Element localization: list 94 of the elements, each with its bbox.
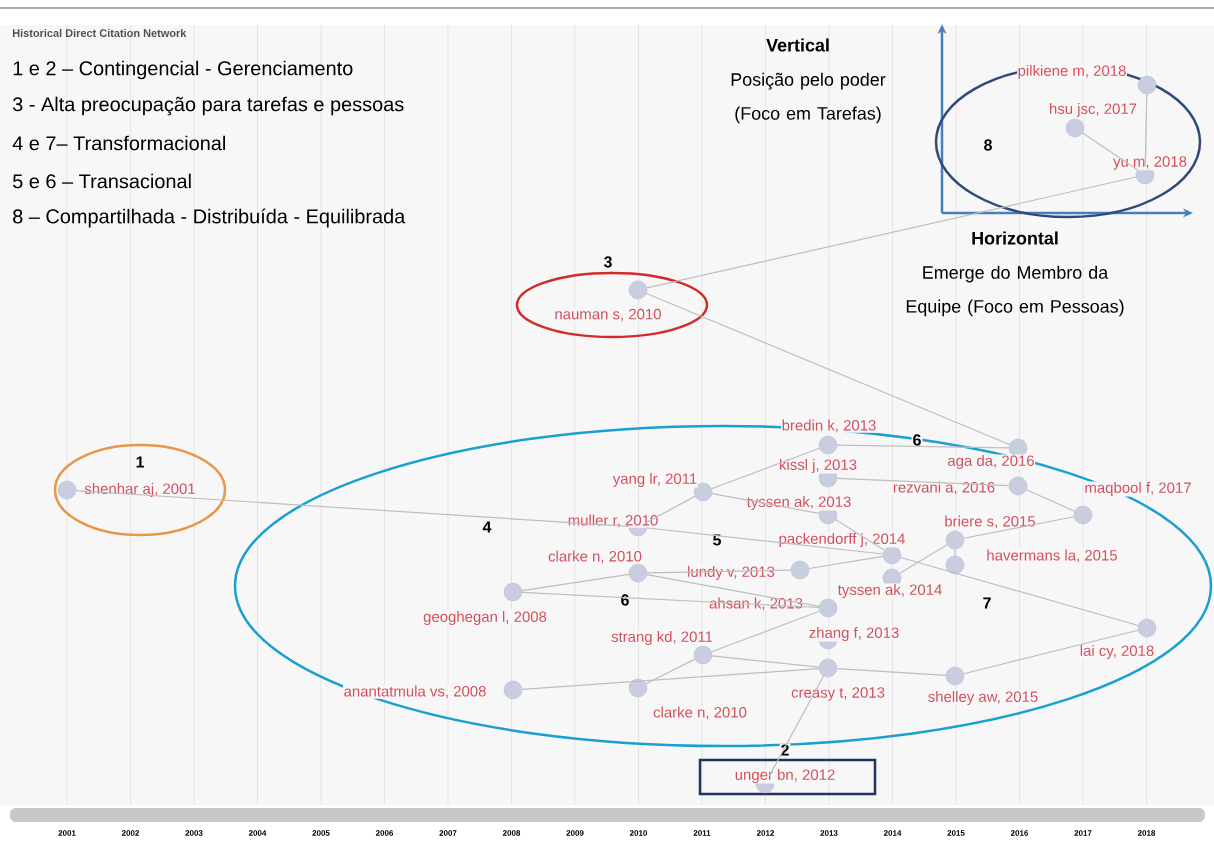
paper-node: shenhar aj, 2001 [57,480,197,500]
citation-link [954,548,956,557]
paper-node: nauman s, 2010 [553,280,663,322]
citation-link [711,610,820,653]
citation-link [900,556,1139,627]
citation-link [836,667,947,676]
axis-title: Vertical [766,38,829,52]
node-label: lundy v, 2013 [688,566,775,580]
citation-link [768,675,825,777]
node-label: yu m, 2018 [1113,156,1187,170]
paper-node: clarke n, 2010 [628,678,748,720]
citation-link [711,655,820,668]
citation-link [75,489,630,527]
legend-text: 5 e 6 – Transacional [13,173,191,189]
axis-description: Emerge do Membro da Equipe (Foco em Pessoas) [906,265,1124,317]
citation-link [646,527,884,555]
node-label: rezvani a, 2016 [893,481,995,495]
node-label: zhang f, 2013 [809,627,899,641]
paper-node: tyssen ak, 2013 [746,495,852,525]
paper-node: briere s, 2015 [943,515,1037,550]
node-label: tyssen ak, 2014 [837,584,942,598]
paper-node: aga da, 2016 [946,438,1036,470]
node-label: pilkiene m, 2018 [1018,65,1126,79]
node-label: aga da, 2016 [948,455,1034,469]
citation-link [963,516,1075,539]
legend-text: 1 e 2 – Contingencial - Gerenciamento [13,60,353,80]
citation-link [808,555,884,570]
citation-link [645,495,696,524]
paper-node: yu m, 2018 [1112,155,1188,185]
paper-node: anantatmula vs, 2008 [343,680,523,700]
node-label: maqbool f, 2017 [1085,482,1191,496]
paper-node: zhang f, 2013 [808,626,900,650]
axis-description: Posição pelo poder (Foco em Tarefas) [731,72,886,124]
citation-link [963,629,1139,675]
paper-node: unger bn, 2012 [734,768,836,794]
paper-node: rezvani a, 2016 [892,476,1028,496]
node-label: geoghegan l, 2008 [423,611,547,625]
citation-link [711,493,820,514]
paper-node: yang lr, 2011 [612,472,713,502]
citation-link [521,668,820,690]
citation-link [899,544,948,574]
citation-link [1144,93,1148,167]
node-label: anantatmula vs, 2008 [344,685,486,699]
citation-link [1025,489,1076,512]
node-label: tyssen ak, 2013 [746,496,851,510]
node-label: strang kd, 2011 [611,631,713,645]
paper-node: shelley aw, 2015 [927,666,1039,706]
paper-node: kissl j, 2013 [778,458,858,488]
node-label: hsu jsc, 2017 [1050,103,1137,117]
citation-link [645,292,1011,446]
citation-link [521,591,820,609]
paper-node: pilkiene m, 2018 [1017,64,1157,95]
citation-link [646,569,792,574]
paper-node: lundy v, 2013 [686,560,810,581]
citation-link [646,574,820,607]
citation-link [836,444,1010,449]
node-label: creasy t, 2013 [791,687,885,701]
citation-link [1082,132,1138,171]
legend-text: 8 – Compartilhada - Distribuída - Equilibrada [13,208,406,228]
node-label: ahsan k, 2013 [709,597,803,611]
node-label: 2 [781,744,789,756]
citation-link [521,573,630,592]
node-label: shelley aw, 2015 [928,691,1038,705]
node-label: lai cy, 2018 [1080,645,1154,659]
node-label: clarke n, 2010 [548,550,642,564]
node-label: briere s, 2015 [945,515,1036,529]
chart-title: Historical Direct Citation Network [12,28,187,37]
paper-node: creasy t, 2013 [790,658,886,702]
paper-node: havermans la, 2015 [945,549,1119,575]
node-label: nauman s, 2010 [555,308,661,322]
paper-node: strang kd, 2011 [610,630,714,665]
node-label: clarke n, 2010 [653,706,747,720]
citation-link [836,477,1010,487]
paper-node: geoghegan l, 2008 [422,582,548,626]
citation-link [646,176,1137,289]
paper-node: tyssen ak, 2014 [837,568,943,599]
axis-title: Horizontal [972,231,1058,245]
node-label: 3 [603,256,612,268]
node-label: yang lr, 2011 [612,473,697,487]
legend-text: 3 - Alta preocupação para tarefas e pessoas [12,96,404,116]
node-label: shenhar aj, 2001 [84,483,195,497]
paper-node: hsu jsc, 2017 [1048,102,1138,138]
paper-node: ahsan k, 2013 [708,597,838,618]
citation-link [835,519,885,551]
paper-node: lai cy, 2018 [1079,618,1157,660]
node-label: kissl j, 2013 [779,459,857,473]
paper-node: maqbool f, 2017 [1073,481,1193,525]
node-label: havermans la, 2015 [987,549,1117,563]
legend-text: 4 e 7– Transformacional [12,135,225,151]
paper-node: clarke n, 2010 [547,550,648,583]
citation-link [645,658,696,685]
citation-link [711,447,820,490]
node-label: bredin k, 2013 [782,419,876,433]
paper-node: bredin k, 2013 [781,419,877,455]
